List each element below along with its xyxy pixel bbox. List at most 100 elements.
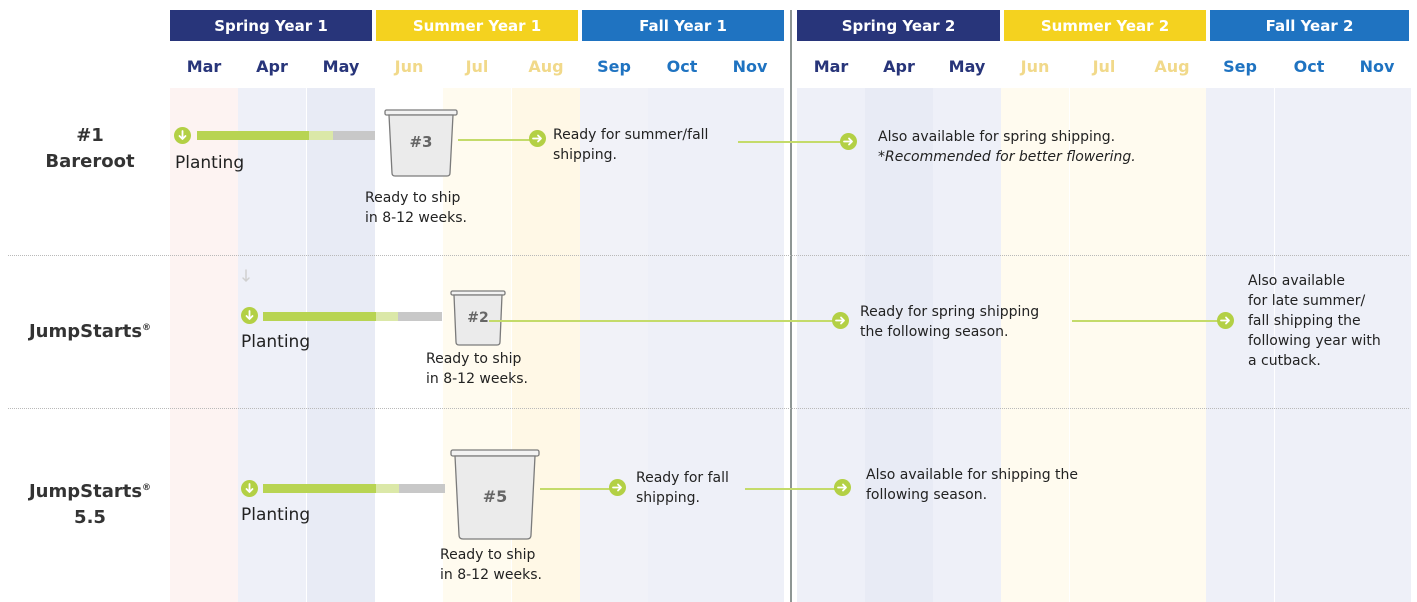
planting-label: Planting [241, 332, 311, 352]
column-apr-y2 [865, 88, 933, 602]
month-label: Sep [1223, 57, 1257, 76]
month-label: Nov [732, 57, 768, 76]
right-arrow-icon [832, 312, 849, 329]
note-line: the following season. [860, 324, 1009, 340]
note-line: for late summer/ [1248, 293, 1366, 309]
following-season-note: Also available for shipping the followin… [866, 465, 1078, 505]
ready-to-ship-note: Ready to ship in 8-12 weeks. [365, 188, 467, 228]
note-line: Ready for fall [636, 470, 729, 486]
right-arrow-icon [529, 130, 546, 147]
column-may-y2 [933, 88, 1001, 602]
ready-summer-fall-note: Ready for summer/fall shipping. [553, 125, 708, 165]
planting-down-arrow-icon [174, 127, 191, 144]
season-spring-year-2: Spring Year 2 [797, 10, 1000, 41]
column-sep-y1 [580, 88, 648, 602]
note-line: *Recommended for better flowering. [878, 149, 1136, 165]
month-label: Sep [597, 57, 631, 76]
season-fall-year-2: Fall Year 2 [1210, 10, 1409, 41]
column-apr-y1 [238, 88, 306, 602]
pot-3-label: #3 [409, 133, 433, 151]
ship-line [540, 488, 610, 490]
ship-line [458, 139, 530, 141]
column-oct-y2 [1275, 88, 1343, 602]
month-label: Oct [666, 57, 698, 76]
row-label-bareroot: #1 Bareroot [0, 123, 180, 175]
small-down-arrow-icon [240, 268, 252, 288]
pot-2-label: #2 [467, 310, 489, 326]
year-divider [790, 10, 792, 602]
note-line: following season. [866, 487, 988, 503]
ready-line: in 8-12 weeks. [440, 567, 542, 583]
month-label: May [322, 57, 360, 76]
growth-bar-transition [376, 312, 398, 321]
season-summer-year-1: Summer Year 1 [376, 10, 578, 41]
month-label: Oct [1293, 57, 1325, 76]
note-line: Also available [1248, 273, 1345, 289]
registered-mark: ® [142, 323, 152, 333]
note-line: following year with [1248, 333, 1381, 349]
ready-line: in 8-12 weeks. [365, 210, 467, 226]
ready-fall-note: Ready for fall shipping. [636, 468, 729, 508]
note-line: Ready for summer/fall [553, 127, 709, 143]
row-label-line: 5.5 [74, 507, 106, 528]
column-mar-y1 [170, 88, 238, 602]
note-line: Also available for spring shipping. [878, 129, 1116, 145]
ready-to-ship-note: Ready to ship in 8-12 weeks. [440, 545, 542, 585]
pot-3-icon [384, 109, 458, 177]
right-arrow-icon [1217, 312, 1234, 329]
season-spring-year-1: Spring Year 1 [170, 10, 372, 41]
month-label: Jul [1092, 57, 1116, 76]
row-label-jumpstarts: JumpStarts® [0, 315, 180, 345]
month-label: Jun [394, 57, 424, 76]
right-arrow-icon [609, 479, 626, 496]
ready-line: in 8-12 weeks. [426, 371, 528, 387]
growth-bar [263, 484, 376, 493]
month-label: May [948, 57, 986, 76]
growth-bar [263, 312, 376, 321]
pot-2-icon [450, 290, 506, 346]
growth-bar-finish [398, 312, 442, 321]
month-label: Mar [813, 57, 849, 76]
month-label: Nov [1359, 57, 1395, 76]
column-mar-y2 [797, 88, 865, 602]
column-aug-y2 [1138, 88, 1206, 602]
ship-line [738, 141, 842, 143]
column-may-y1 [307, 88, 375, 602]
pot-5-label: #5 [482, 487, 508, 506]
note-line: shipping. [636, 490, 700, 506]
planting-down-arrow-icon [241, 307, 258, 324]
month-label: Apr [883, 57, 915, 76]
column-nov-y1 [716, 88, 784, 602]
column-jul-y2 [1070, 88, 1138, 602]
right-arrow-icon [834, 479, 851, 496]
growth-bar [197, 131, 309, 140]
note-line: Also available for shipping the [866, 467, 1079, 483]
growth-bar-transition [376, 484, 399, 493]
planting-label: Planting [175, 153, 245, 173]
note-line: Ready for spring shipping [860, 304, 1040, 320]
growth-bar-finish [399, 484, 445, 493]
registered-mark: ® [142, 483, 152, 493]
ship-line [489, 320, 833, 322]
note-line: shipping. [553, 147, 617, 163]
ship-line [745, 488, 835, 490]
row-label-line: #1 [76, 125, 104, 146]
month-label: Mar [186, 57, 222, 76]
month-label: Jul [465, 57, 489, 76]
month-label: Aug [1154, 57, 1190, 76]
column-oct-y1 [648, 88, 716, 602]
ready-line: Ready to ship [426, 351, 522, 367]
ready-to-ship-note: Ready to ship in 8-12 weeks. [426, 349, 528, 389]
month-label: Aug [528, 57, 564, 76]
column-sep-y2 [1206, 88, 1274, 602]
spring-shipping-note: Also available for spring shipping. *Rec… [878, 127, 1136, 167]
ready-line: Ready to ship [365, 190, 461, 206]
column-jun-y2 [1001, 88, 1069, 602]
growth-bar-finish [333, 131, 375, 140]
right-arrow-icon [840, 133, 857, 150]
row-label-line: JumpStarts [28, 481, 143, 502]
column-nov-y2 [1343, 88, 1411, 602]
month-label: Jun [1020, 57, 1050, 76]
season-fall-year-1: Fall Year 1 [582, 10, 784, 41]
